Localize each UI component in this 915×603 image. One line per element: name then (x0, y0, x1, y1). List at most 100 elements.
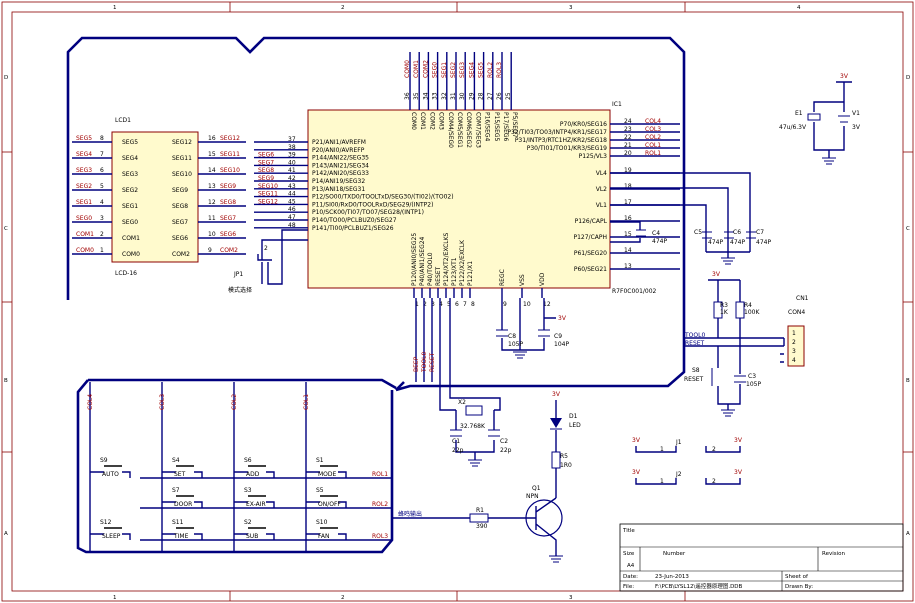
mcu-top-num: 27 (487, 92, 494, 100)
c2-ref: C2 (500, 438, 508, 445)
lcd-left-name: COM0 (122, 251, 140, 258)
lcd-right-net: SEG6 (220, 231, 236, 238)
lcd-left-num: 6 (100, 167, 104, 174)
reset-circuit[interactable]: 3V R3 1K R4 100K S8 RESET C3 105P TOOL0 … (684, 271, 785, 417)
connector-cn1[interactable]: CN1 CON4 1 2 3 4 (787, 295, 809, 367)
j1-pin-1: 1 (660, 446, 664, 453)
regc-caps[interactable]: 3V C8 105P C9 104P (496, 298, 569, 359)
mcu-bottom-num: 7 (463, 301, 467, 308)
c5-value: 474P (708, 239, 723, 246)
size-value: A4 (627, 563, 635, 569)
crystal-circuit[interactable]: X2 32.768K C1 22p C2 22p (439, 298, 512, 467)
j2-pin-2: 2 (712, 478, 716, 485)
lcd-module[interactable] (111, 131, 199, 263)
mcu-bottom-num: 5 (447, 301, 451, 308)
net-reset: RESET (685, 340, 705, 347)
size-label: Size (623, 551, 635, 557)
reset-rail: 3V (712, 271, 721, 278)
lcd-left-net: SEG4 (76, 151, 92, 158)
lcd-right-name: SEG12 (172, 139, 192, 146)
r4-value: 100K (744, 309, 760, 316)
lcd-right-name: SEG11 (172, 155, 192, 162)
c3-value: 105P (746, 381, 761, 388)
mcu-bottom-name: P120/ANI0/SEG25 (411, 233, 418, 286)
vdd-rail: 3V (558, 315, 567, 322)
key-ref: S6 (244, 457, 252, 464)
mcu-bottom-num: 9 (503, 301, 507, 308)
mcu-top-num: 29 (468, 92, 475, 100)
key-label: SUB (246, 533, 258, 540)
row-label-right-b: B (906, 378, 910, 384)
transistor-q1[interactable]: Q1 NPN R1 390 蜂鸣输出 (392, 485, 563, 563)
lcd-left-net: SEG5 (76, 135, 92, 142)
lcd-right-num: 9 (208, 247, 212, 254)
number-label: Number (663, 551, 686, 557)
led-circuit[interactable]: 3V D1 LED R5 1R0 (550, 391, 581, 498)
mcu-ic[interactable] (307, 109, 611, 289)
sheet-label: Sheet of (785, 574, 809, 580)
key-col-label: COL4 (87, 394, 94, 410)
mcu-top-name: COM3 (438, 112, 445, 130)
key-ref: S9 (100, 457, 108, 464)
mcu-left-name: P13/ANI18/SEG31 (312, 186, 365, 193)
mcu-top-num: 33 (432, 92, 439, 100)
j2-ref: J2 (675, 471, 682, 478)
j1-pin-2: 2 (712, 446, 716, 453)
mcu-left-name: P12/SO00/TXD0/TOOLTxD/SEG30/(TI02)/(TO02… (312, 194, 454, 201)
mcu-right-num: 19 (624, 167, 632, 174)
j2-rail-right: 3V (734, 469, 743, 476)
key-ref: S5 (316, 487, 324, 494)
mcu-bottom-pins: P120/ANI0/SEG251P40/ANI1/SEG242P40/TOOL0… (411, 232, 551, 382)
key-col-label: COL2 (231, 394, 238, 410)
col-label-top-1: 1 (113, 5, 117, 11)
jumper-j1[interactable]: 3V 3V J1 1 2 (632, 437, 743, 453)
lcd-right-net: SEG7 (220, 215, 236, 222)
mcu-right-net: COL2 (645, 134, 661, 141)
mcu-top-name: COM2 (428, 112, 435, 130)
mcu-left-name: P140/TO00/PCLBUZ0/SEG27 (312, 217, 397, 224)
vl-capacitors[interactable]: C4 474P C5 474P C6 474P C7 474P (610, 172, 771, 265)
mcu-right-name: P60/SEG21 (574, 266, 607, 273)
key-switch-wire (162, 471, 203, 478)
power-supply[interactable]: 3V E1 47u/6.3V V1 3V (779, 73, 861, 165)
mcu-top-net: ROL3 (496, 62, 503, 78)
key-switch-wire (162, 501, 203, 508)
jp1-label: 模式选择 (228, 286, 252, 294)
mcu-top-num: 31 (450, 92, 457, 100)
c7-value: 474P (756, 239, 771, 246)
mcu-bottom-num: 8 (471, 301, 475, 308)
mcu-bottom-net: BEEP (413, 356, 420, 372)
mcu-top-name: COM7/SEG3 (474, 112, 481, 148)
mcu-left-num: 45 (288, 198, 296, 205)
key-label: ADD (246, 471, 260, 478)
mcu-top-net: SEG4 (468, 62, 475, 78)
mcu-top-name: COM1 (419, 112, 426, 130)
lcd-right-num: 10 (208, 231, 216, 238)
lcd-left-num: 1 (100, 247, 104, 254)
row-label-left-a: A (4, 531, 8, 537)
jumper-j2[interactable]: 3V 3V J2 1 2 (632, 469, 743, 485)
mcu-right-num: 15 (624, 231, 632, 238)
mcu-left-num: 43 (288, 183, 296, 190)
mcu-left-name: P21/ANI1/AVREFM (312, 139, 366, 146)
mcu-left-name: P141/TI00/PCLBUZ1/SEG26 (312, 225, 394, 232)
key-ref: S11 (172, 519, 184, 526)
jumper-jp1[interactable]: JP1 模式选择 2 (228, 229, 308, 294)
mcu-top-name: P16/SEG4 (484, 112, 491, 142)
mcu-bottom-name: REGC (499, 269, 506, 286)
mcu-top-num: 35 (413, 92, 420, 100)
row-label-right-d: D (906, 75, 910, 81)
cn1-pin-2: 2 (792, 339, 796, 346)
